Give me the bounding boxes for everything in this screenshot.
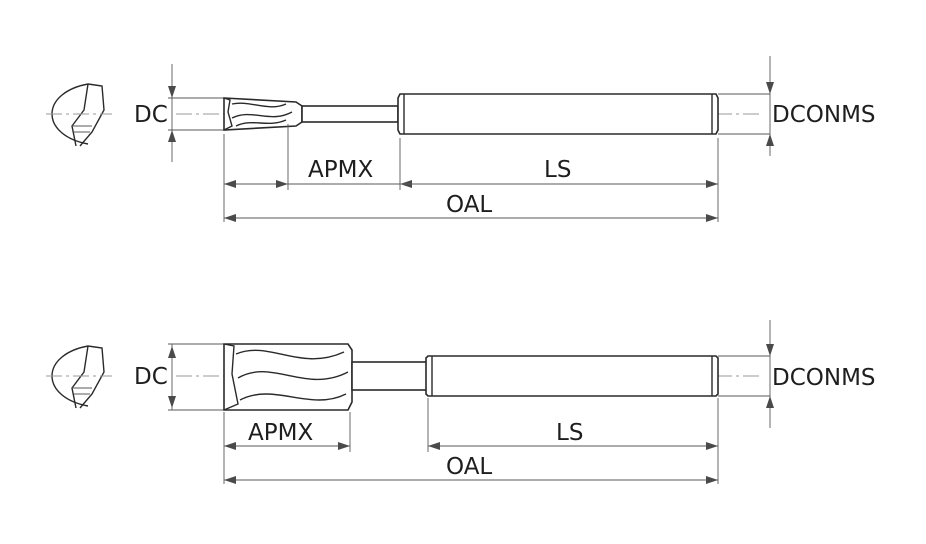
oal-dimension xyxy=(224,476,718,484)
end-view-2 xyxy=(46,345,112,409)
dc-dimension xyxy=(168,64,224,162)
drawing-1: DC xyxy=(46,56,876,222)
oal-label: OAL xyxy=(446,192,492,218)
neck-2 xyxy=(351,361,429,391)
shank-2 xyxy=(425,355,719,397)
dconms-label: DCONMS xyxy=(772,102,876,128)
cutting-head-1 xyxy=(223,97,303,131)
dconms-label: DCONMS xyxy=(772,365,876,391)
dc-label: DC xyxy=(134,364,168,390)
drawing-2: DC xyxy=(46,320,876,484)
ls-dimension xyxy=(400,180,718,188)
dc-label: DC xyxy=(134,102,168,128)
ls-label: LS xyxy=(556,420,583,446)
oal-label: OAL xyxy=(446,454,492,480)
ls-dimension xyxy=(428,442,718,450)
dconms-dimension xyxy=(718,56,774,156)
apmx-dimension xyxy=(224,442,350,450)
ls-label: LS xyxy=(544,157,571,183)
end-view-1 xyxy=(46,83,112,147)
shank-1 xyxy=(397,93,719,135)
neck-1 xyxy=(301,105,399,123)
dconms-dimension xyxy=(718,320,774,428)
apmx-label: APMX xyxy=(308,157,373,183)
oal-dimension xyxy=(224,214,718,222)
cutting-head-2 xyxy=(223,343,353,411)
apmx-dimension xyxy=(224,180,412,188)
apmx-label: APMX xyxy=(248,420,313,446)
dc-dimension xyxy=(168,343,224,411)
